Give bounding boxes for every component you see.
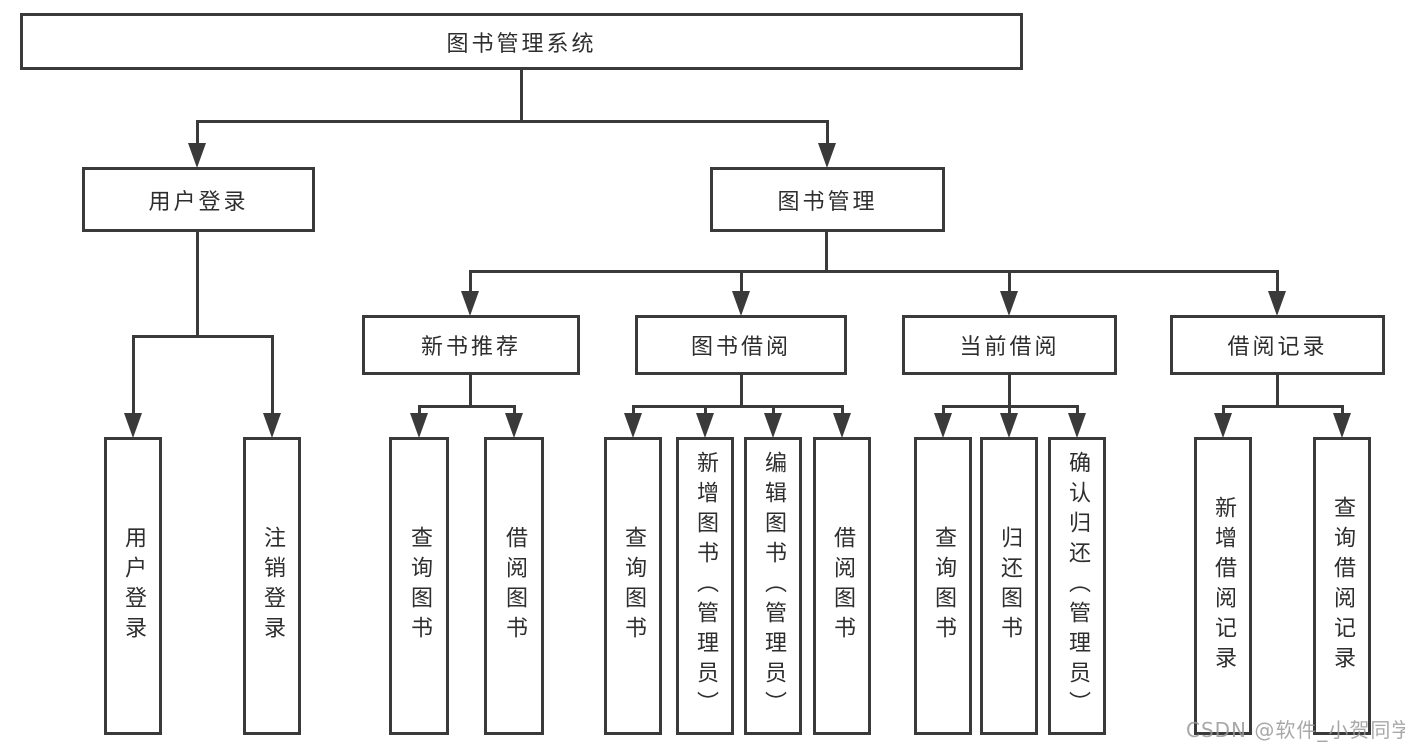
node-label: 新增借阅记录 — [1211, 496, 1236, 676]
node-label: 归还图书 — [997, 526, 1022, 646]
connector-cb-vertical — [1008, 375, 1011, 408]
node-root-system: 图书管理系统 — [20, 13, 1023, 70]
arrowhead-down-icon — [764, 413, 782, 438]
connector-nbr-vertical — [469, 375, 472, 408]
connector-stem-borrow-record — [1276, 270, 1279, 295]
node-label: 查询借阅记录 — [1330, 496, 1355, 676]
leaf-nbr-query-book: 查询图书 — [389, 437, 449, 735]
connector-stem-leaf-logout — [271, 335, 274, 417]
leaf-br-add-record: 新增借阅记录 — [1194, 437, 1252, 735]
node-label: 借阅记录 — [1227, 335, 1328, 360]
node-label: 查询图书 — [931, 526, 956, 646]
connector-stem-book-borrow — [740, 270, 743, 295]
connector-br-vertical — [1276, 375, 1279, 408]
arrowhead-down-icon — [833, 413, 851, 438]
node-current-borrow: 当前借阅 — [902, 315, 1117, 375]
node-label: 编辑图书（管理员） — [761, 451, 786, 721]
leaf-cb-query-book: 查询图书 — [914, 437, 972, 735]
leaf-cb-return-book: 归还图书 — [980, 437, 1038, 735]
leaf-bb-add-book-admin: 新增图书（管理员） — [676, 437, 734, 735]
leaf-br-query-record: 查询借阅记录 — [1313, 437, 1371, 735]
node-label: 借阅图书 — [830, 526, 855, 646]
node-label: 确认归还（管理员） — [1065, 451, 1090, 721]
node-label: 借阅图书 — [502, 526, 527, 646]
connector-br-branch — [1222, 405, 1344, 408]
connector-stem — [772, 405, 775, 417]
node-user-login: 用户登录 — [82, 167, 315, 232]
connector-root-vertical — [520, 70, 523, 123]
node-label: 新增图书（管理员） — [693, 451, 718, 721]
node-label: 查询图书 — [407, 526, 432, 646]
arrowhead-down-icon — [1000, 291, 1018, 316]
leaf-cb-confirm-return-admin: 确认归还（管理员） — [1048, 437, 1106, 735]
arrowhead-down-icon — [461, 291, 479, 316]
connector-stem-user-login — [196, 120, 199, 147]
node-label: 当前借阅 — [959, 335, 1060, 360]
connector-stem-current-borrow — [1008, 270, 1011, 295]
arrowhead-down-icon — [263, 413, 281, 438]
connector-bb-vertical — [740, 375, 743, 408]
arrowhead-down-icon — [1000, 413, 1018, 438]
connector-stem — [1008, 405, 1011, 417]
arrowhead-down-icon — [696, 413, 714, 438]
node-label: 图书管理 — [777, 189, 878, 215]
connector-stem — [632, 405, 635, 417]
arrowhead-down-icon — [934, 413, 952, 438]
leaf-logout: 注销登录 — [243, 437, 301, 735]
node-label: 图书管理系统 — [446, 31, 597, 57]
connector-stem — [1222, 405, 1225, 417]
node-label: 查询图书 — [621, 526, 646, 646]
leaf-bb-edit-book-admin: 编辑图书（管理员） — [744, 437, 802, 735]
node-label: 新书推荐 — [420, 335, 521, 360]
arrowhead-down-icon — [1214, 413, 1232, 438]
connector-nbr-branch — [418, 405, 516, 408]
connector-stem — [942, 405, 945, 417]
connector-user-login-vertical — [196, 232, 199, 338]
arrowhead-down-icon — [124, 413, 142, 438]
arrowhead-down-icon — [732, 291, 750, 316]
node-label: 图书借阅 — [690, 335, 791, 360]
csdn-watermark: CSDN @软件_小贺同学 — [1186, 718, 1405, 742]
arrowhead-down-icon — [410, 413, 428, 438]
connector-bb-branch — [632, 405, 844, 408]
node-borrow-record: 借阅记录 — [1170, 315, 1385, 375]
connector-stem — [418, 405, 421, 417]
node-new-book-recommend: 新书推荐 — [362, 315, 580, 375]
leaf-user-login: 用户登录 — [104, 437, 162, 735]
connector-stem-new-book-recommend — [469, 270, 472, 295]
leaf-nbr-borrow-book: 借阅图书 — [484, 437, 544, 735]
node-label: 用户登录 — [148, 189, 249, 215]
connector-stem-leaf-user-login — [132, 335, 135, 417]
connector-stem — [841, 405, 844, 417]
node-book-borrow: 图书借阅 — [635, 315, 847, 375]
arrowhead-down-icon — [1068, 413, 1086, 438]
connector-stem — [1341, 405, 1344, 417]
node-book-management: 图书管理 — [710, 167, 945, 232]
connector-stem — [513, 405, 516, 417]
arrowhead-down-icon — [1268, 291, 1286, 316]
connector-level1-branch — [196, 120, 829, 123]
node-label: 注销登录 — [260, 526, 285, 646]
arrowhead-down-icon — [188, 143, 206, 168]
node-label: 用户登录 — [121, 526, 146, 646]
arrowhead-down-icon — [624, 413, 642, 438]
connector-stem — [704, 405, 707, 417]
leaf-bb-borrow-book: 借阅图书 — [813, 437, 871, 735]
arrowhead-down-icon — [1333, 413, 1351, 438]
arrowhead-down-icon — [505, 413, 523, 438]
arrowhead-down-icon — [818, 143, 836, 168]
connector-level3-branch — [469, 270, 1279, 273]
connector-stem-book-management — [826, 120, 829, 147]
connector-stem — [1076, 405, 1079, 417]
connector-user-login-branch — [132, 335, 274, 338]
leaf-bb-query-book: 查询图书 — [604, 437, 662, 735]
connector-book-management-vertical — [825, 232, 828, 273]
